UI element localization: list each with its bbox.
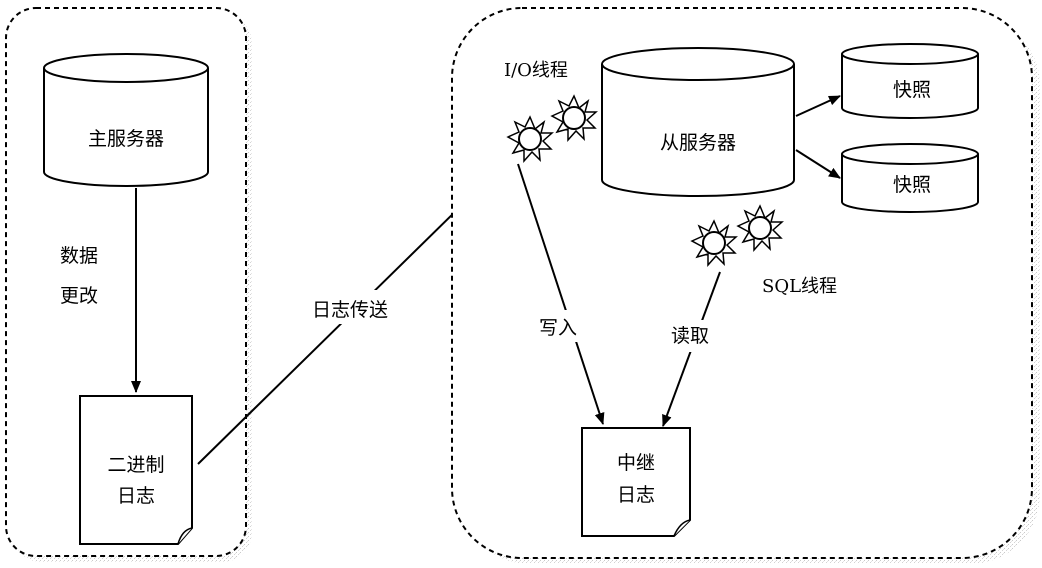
snapshot-1-label: 快照: [893, 79, 931, 101]
binlog-label-2: 日志: [117, 485, 155, 507]
read-label: 读取: [671, 325, 709, 347]
snapshot-arrow-1: [795, 95, 841, 117]
sql-thread-label: SQL线程: [762, 276, 837, 297]
data-change-label: 数据: [60, 245, 98, 267]
master-server-cylinder-icon: [43, 53, 209, 187]
relay-log-page-curl-icon: [581, 427, 691, 537]
snapshot-2-label: 快照: [893, 174, 931, 196]
snapshot-arrow-2: [795, 149, 841, 179]
slave-server-cylinder-icon: [601, 47, 795, 197]
relay-log-label: 中继: [617, 452, 655, 474]
write-arrow: [517, 163, 605, 425]
binlog-label: 二进制: [107, 454, 164, 476]
master-server-label: 主服务器: [88, 128, 164, 150]
relay-log-label-2: 日志: [617, 484, 655, 506]
snapshot-2-cylinder-icon: [841, 143, 979, 213]
data-change-label-2: 更改: [60, 285, 98, 307]
snapshot-1-cylinder-icon: [841, 43, 979, 119]
slave-server-label: 从服务器: [660, 132, 736, 154]
binlog-page-curl-icon: [79, 395, 193, 545]
io-thread-label: I/O线程: [504, 60, 568, 81]
log-transfer-label: 日志传送: [312, 299, 388, 321]
write-label: 写入: [539, 317, 577, 339]
